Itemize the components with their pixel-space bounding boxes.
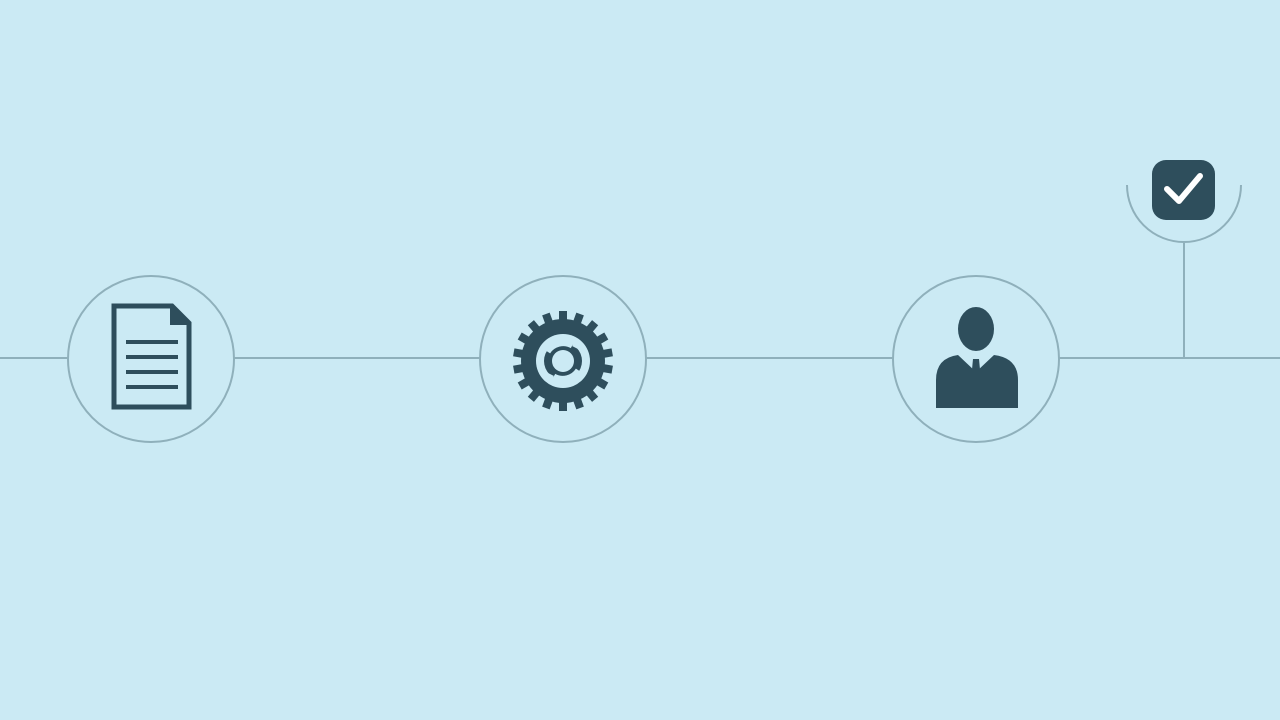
user-icon xyxy=(936,307,1018,408)
checkmark-icon xyxy=(1152,160,1215,220)
milestone-arc xyxy=(1126,184,1242,243)
gear-tooth xyxy=(559,399,567,411)
step-document xyxy=(67,275,235,443)
step-user xyxy=(892,275,1060,443)
milestone-approved xyxy=(1126,160,1242,243)
step-settings xyxy=(479,275,647,443)
gear-tooth xyxy=(559,311,567,323)
document-icon xyxy=(111,303,192,410)
gear-icon xyxy=(513,311,613,411)
